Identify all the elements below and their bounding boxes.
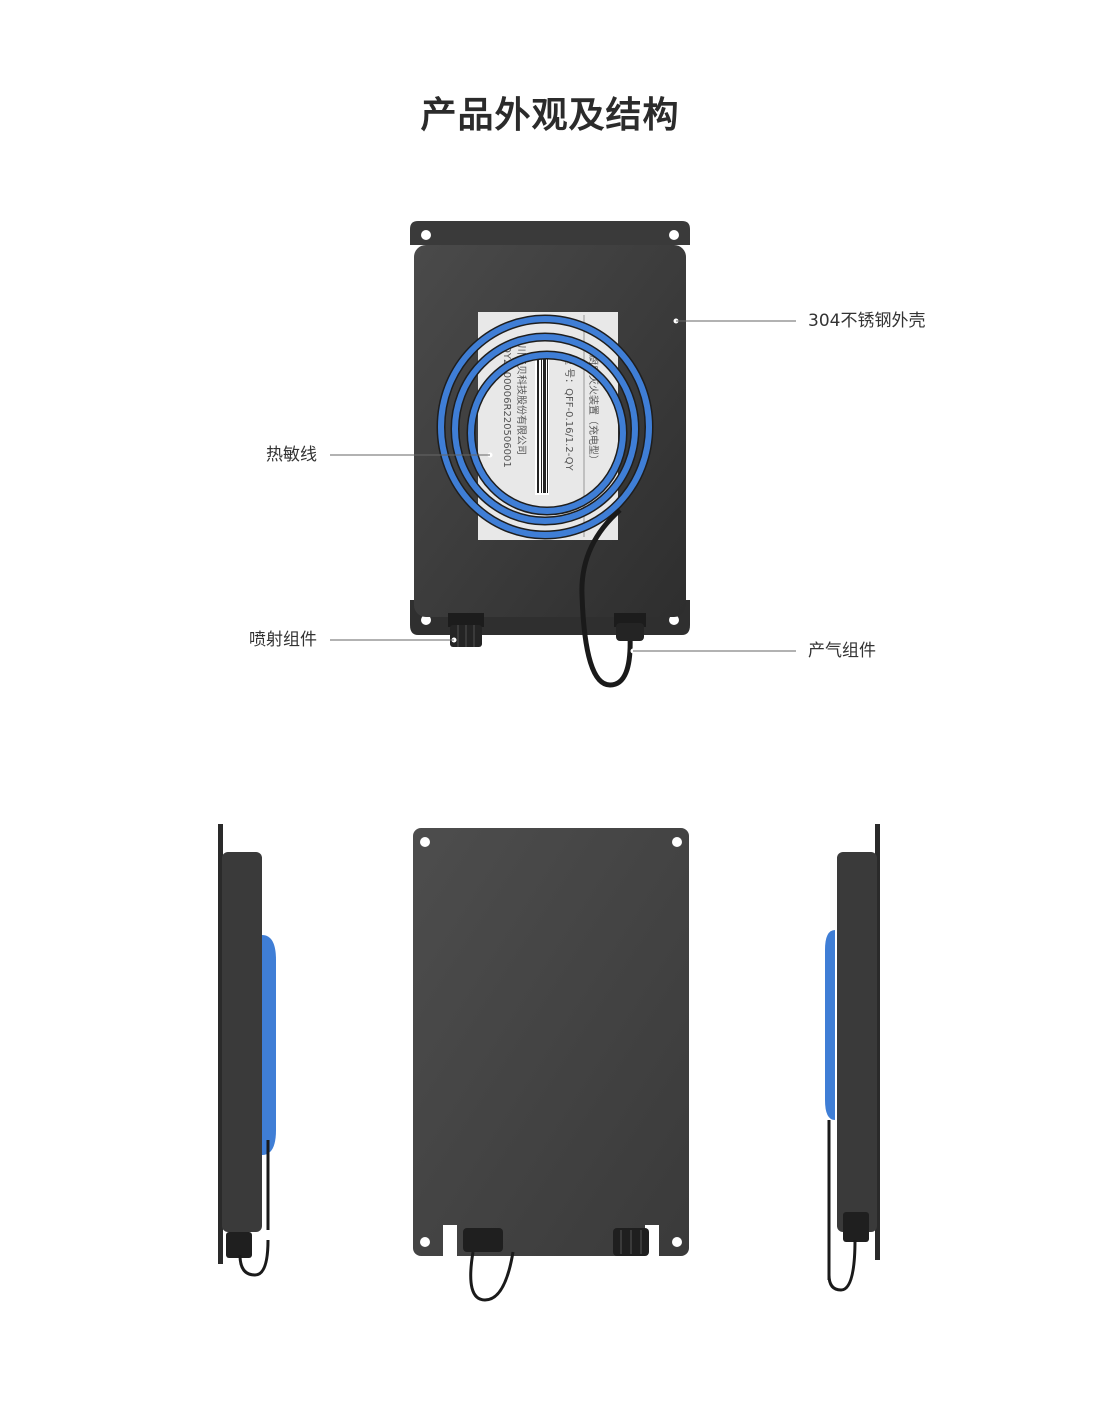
nameplate-line4: 川干贝科技股份有限公司 (515, 345, 528, 455)
mount-hole (669, 230, 679, 240)
side-cable (238, 1239, 270, 1277)
page-title: 产品外观及结构 (420, 95, 680, 136)
barcode (535, 355, 549, 495)
nameplate-text: QY2100006R220506001 川干贝科技股份有限公司 型 号：QFF-… (501, 345, 600, 472)
right-side-view-device (825, 824, 880, 1292)
thermal-wire-coil (436, 314, 654, 540)
spray-assembly-connector (448, 613, 484, 647)
side-connector (843, 1212, 869, 1242)
mount-hole (421, 615, 431, 625)
side-coil (825, 930, 835, 1120)
mount-hole (420, 837, 430, 847)
rear-spray-connector (613, 1228, 649, 1256)
rear-gas-connector (463, 1228, 515, 1302)
nameplate-line1: 厨房灭火装置（充电型） (587, 355, 600, 465)
callout-spray-assembly: 喷射组件 (249, 630, 317, 650)
side-body (222, 852, 262, 1232)
rear-plate (413, 828, 689, 1256)
side-body (837, 852, 877, 1232)
nameplate-line3: QY2100006R220506001 (501, 345, 512, 468)
front-view-device: QY2100006R220506001 川干贝科技股份有限公司 型 号：QFF-… (410, 221, 690, 688)
side-cable (827, 1239, 857, 1292)
mount-hole (420, 1237, 430, 1247)
callout-housing: 304不锈钢外壳 (808, 311, 926, 331)
gas-assembly-cable (579, 508, 633, 688)
side-coil (262, 935, 276, 1155)
gas-assembly-connector (614, 613, 646, 641)
mount-hole (421, 230, 431, 240)
side-flange (875, 824, 880, 1260)
side-connector (226, 1232, 252, 1258)
mount-hole (669, 615, 679, 625)
rear-view-device (413, 828, 689, 1302)
nameplate-line2: 型 号：QFF-0.16/1.2-QY (563, 355, 576, 472)
mount-hole (672, 1237, 682, 1247)
left-side-view-device (218, 824, 276, 1277)
mount-hole (672, 837, 682, 847)
side-flange (218, 824, 223, 1264)
callout-thermal-wire: 热敏线 (266, 445, 317, 465)
callout-gas-assembly: 产气组件 (808, 641, 876, 661)
mounting-flange (410, 221, 690, 245)
